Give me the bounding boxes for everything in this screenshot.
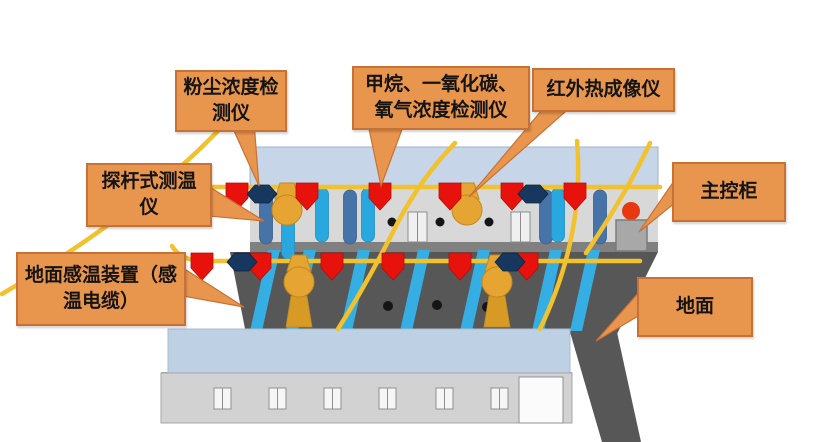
callout-thermal-imager: 红外热成像仪 [532,68,675,112]
probe-stem [483,295,511,328]
callout-pointers [182,103,677,342]
probe-stem [285,295,313,328]
ground-right-wedge [570,332,641,442]
main-control-cabinet [615,202,648,252]
back-wall-top-band [249,146,659,190]
wall-dots [387,217,494,227]
callout-ground-line1: 地面 [675,296,714,317]
callout-cabinet-line1: 主控柜 [700,181,758,202]
back-wall-bottom-edge [250,242,658,252]
callout-probe-thermometer: 探杆式测温 仪 [86,163,212,227]
building-window [490,387,509,410]
callout-dust-line2: 测仪 [211,103,250,124]
callout-probe-line1: 探杆式测温 [101,171,197,192]
cable-arc-middle-right [537,138,581,332]
callout-cable-line1: 地面感温装置（感 [24,265,177,286]
front-building [160,328,573,424]
building-window [268,387,287,410]
callout-thermal-line1: 红外热成像仪 [546,79,661,100]
callout-gas-detector: 甲烷、一氧化碳、 氧气浓度检测仪 [352,66,530,130]
callout-ground: 地面 [637,277,753,337]
callout-dust-detector: 粉尘浓度检 测仪 [175,70,287,132]
cable-arc-right [583,140,653,256]
callout-gas-line2: 氧气浓度检测仪 [374,100,508,121]
building-window [323,387,342,410]
building-window [435,387,454,410]
cable-arc-middle [335,140,458,332]
building-top-band [167,328,571,374]
callout-ground-sensing-cable: 地面感温装置（感 温电缆） [16,252,186,326]
wall-windows [407,211,531,243]
callout-probe-line2: 仪 [139,197,159,218]
cabinet-indicator-light [622,202,640,220]
building-door [518,376,564,424]
callout-main-control-cabinet: 主控柜 [672,162,786,222]
cabinet-box [615,219,648,252]
building-window [378,387,397,410]
probe-rod-dark [343,189,357,245]
probe-rod-light [551,187,565,243]
building-window [213,387,232,410]
callout-cable-line2: 温电缆） [62,291,139,312]
lower-sensor-row [190,252,539,328]
callout-gas-line1: 甲烷、一氧化碳、 [364,74,517,95]
callout-dust-line1: 粉尘浓度检 [183,77,279,98]
